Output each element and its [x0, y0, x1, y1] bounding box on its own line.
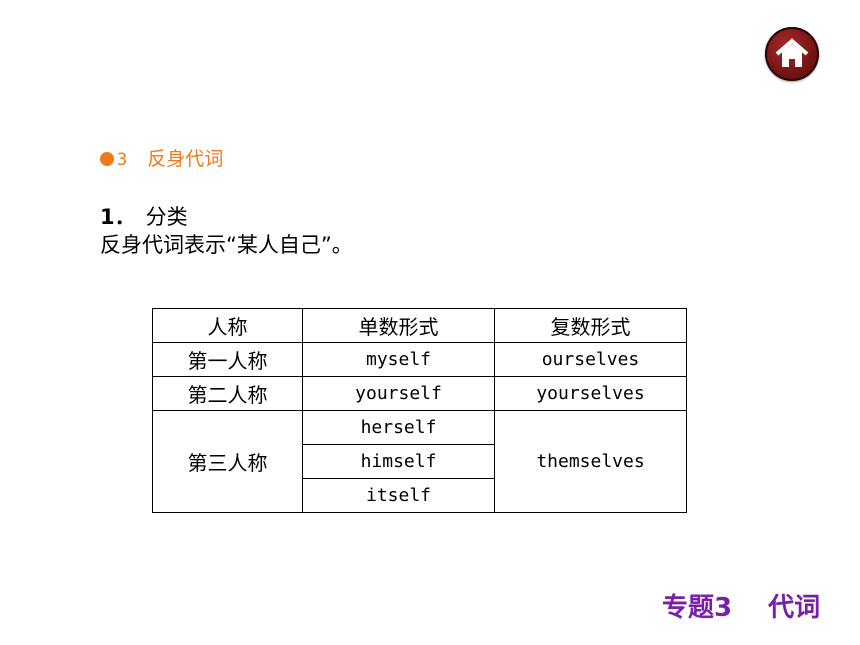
cell-person: 第一人称 [152, 342, 303, 377]
cell-singular: yourself [302, 376, 495, 411]
home-button[interactable] [765, 27, 819, 81]
subsection-number: 1． [100, 205, 136, 229]
reflexive-pronoun-table: 人称 单数形式 复数形式 第一人称 myself ourselves 第二人称 … [152, 308, 687, 513]
cell-plural: themselves [494, 410, 687, 513]
table-row: 第二人称 yourself yourselves [152, 376, 687, 411]
description-text: 反身代词表示“某人自己”。 [100, 233, 353, 257]
subsection-title: 分类 [145, 205, 188, 229]
home-icon [775, 38, 809, 67]
section-number: 3 [117, 150, 128, 170]
cell-person: 第三人称 [152, 410, 303, 513]
section-title: 反身代词 [147, 148, 224, 170]
table-header-row: 人称 单数形式 复数形式 [152, 308, 687, 343]
cell-plural: ourselves [494, 342, 687, 377]
footer-topic-number: 专题3 [662, 593, 733, 623]
cell-singular: herself [302, 410, 495, 445]
table-row: 第一人称 myself ourselves [152, 342, 687, 377]
section-heading: 3 反身代词 [100, 144, 223, 171]
table-row: 第三人称 herself themselves [152, 410, 687, 513]
table-row: itself [153, 478, 687, 513]
subsection-heading: 1． 分类 [100, 201, 188, 231]
header-singular: 单数形式 [302, 308, 495, 343]
table-row: himself [153, 444, 687, 479]
header-person: 人称 [152, 308, 303, 343]
cell-singular: himself [302, 444, 495, 479]
cell-singular: myself [302, 342, 495, 377]
footer-topic: 专题3 代词 [662, 587, 820, 624]
bullet-dot-icon [100, 152, 114, 166]
cell-person: 第二人称 [152, 376, 303, 411]
cell-singular: itself [302, 478, 495, 513]
footer-topic-title: 代词 [768, 593, 821, 623]
header-plural: 复数形式 [494, 308, 687, 343]
cell-plural: yourselves [494, 376, 687, 411]
